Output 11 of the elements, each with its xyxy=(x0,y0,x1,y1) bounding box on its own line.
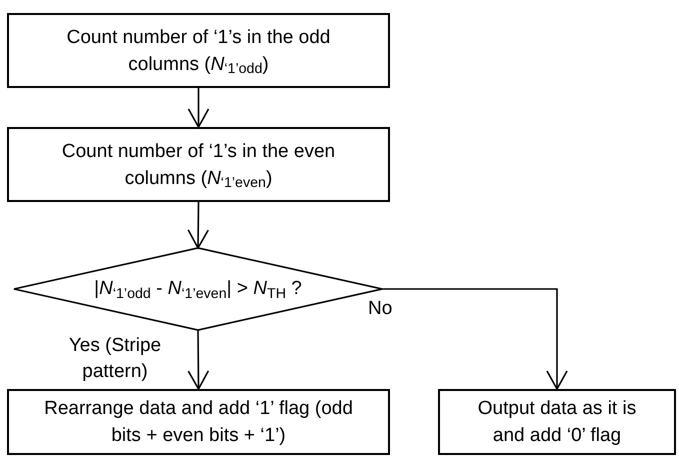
process-box: Output data as it is and add ‘0’ flag xyxy=(438,389,676,455)
arrow xyxy=(187,202,209,249)
arrow xyxy=(188,88,210,128)
process-box: Count number of ‘1’s in the odd columns (N$_{‘1’odd}$) xyxy=(7,13,390,88)
arrow xyxy=(382,288,568,390)
condition-text: |N$_{‘1’odd}$ - N$_{‘1’even}$| > N$_{TH}$ ? xyxy=(94,277,302,301)
process-box: Rearrange data and add ‘1’ flag (odd bits + even bits + ‘1’) xyxy=(7,389,390,455)
process-box: Count number of ‘1’s in the even columns (N$_{‘1’even}$) xyxy=(7,127,390,202)
arrow xyxy=(188,330,210,390)
edge-label: Yes (Stripe pattern) xyxy=(68,334,162,384)
edge-label: No xyxy=(368,297,392,321)
